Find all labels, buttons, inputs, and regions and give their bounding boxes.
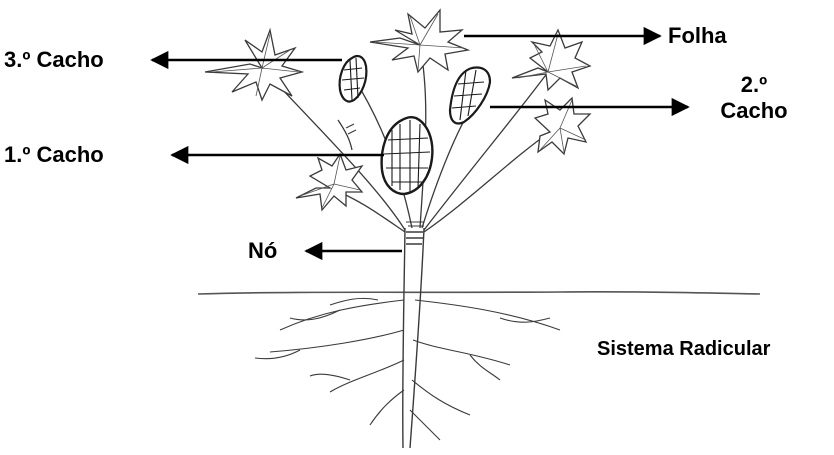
- label-1-cacho: 1.º Cacho: [4, 144, 104, 166]
- label-2-cacho-line1: 2.º: [704, 72, 804, 98]
- label-2-cacho: 2.º Cacho: [704, 72, 804, 125]
- leaf-lower-left: [296, 154, 362, 210]
- bunches: [340, 56, 490, 194]
- root-system: [255, 298, 560, 440]
- label-sistema-radicular: Sistema Radicular: [597, 339, 770, 359]
- label-no: Nó: [248, 240, 277, 262]
- label-folha: Folha: [668, 25, 727, 47]
- label-3-cacho: 3.º Cacho: [4, 49, 104, 71]
- leaf-top-left: [205, 30, 302, 100]
- main-stem: [403, 228, 424, 448]
- ground-line: [198, 292, 760, 294]
- label-2-cacho-line2: Cacho: [704, 98, 804, 124]
